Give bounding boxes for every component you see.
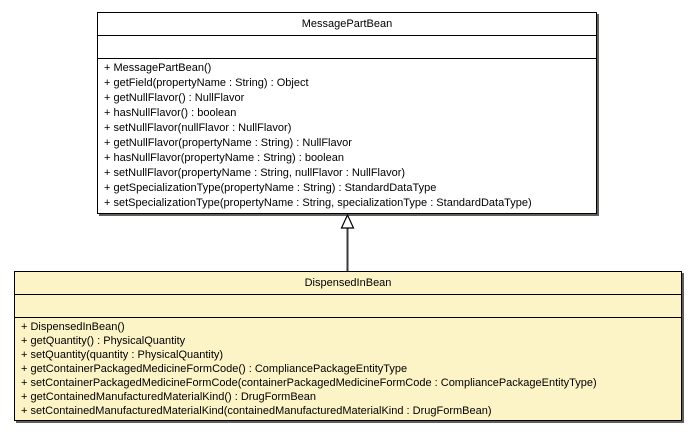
method-item: + setNullFlavor(propertyName : String, n… <box>104 167 406 179</box>
method-item: + setQuantity(quantity : PhysicalQuantit… <box>21 349 224 361</box>
method-item: + MessagePartBean() <box>104 62 212 74</box>
method-item: + DispensedInBean() <box>21 321 125 333</box>
hollow-triangle-icon <box>340 214 355 229</box>
method-item: + setSpecializationType(propertyName : S… <box>104 197 532 209</box>
methods-compartment: + DispensedInBean() + getQuantity() : Phy… <box>15 318 681 420</box>
method-item: + hasNullFlavor() : boolean <box>104 107 237 119</box>
method-item: + getContainedManufacturedMaterialKind()… <box>21 391 317 403</box>
class-title: DispensedInBean <box>15 272 681 295</box>
fields-compartment <box>15 295 681 318</box>
method-item: + getField(propertyName : String) : Obje… <box>104 77 309 89</box>
method-item: + setNullFlavor(nullFlavor : NullFlavor) <box>104 122 292 134</box>
method-item: + hasNullFlavor(propertyName : String) :… <box>104 152 344 164</box>
class-title: MessagePartBean <box>98 13 596 36</box>
method-item: + getContainerPackagedMedicineFormCode()… <box>21 363 408 375</box>
method-item: + setContainedManufacturedMaterialKind(c… <box>21 405 492 417</box>
generalization-arrow <box>340 214 355 271</box>
method-item: + getQuantity() : PhysicalQuantity <box>21 335 186 347</box>
methods-compartment: + MessagePartBean() + getField(propertyNa… <box>98 59 596 213</box>
fields-compartment <box>98 36 596 59</box>
method-item: + getSpecializationType(propertyName : S… <box>104 182 437 194</box>
method-item: + getNullFlavor() : NullFlavor <box>104 92 245 104</box>
method-item: + setContainerPackagedMedicineFormCode(c… <box>21 377 597 389</box>
method-item: + getNullFlavor(propertyName : String) :… <box>104 137 352 149</box>
class-box-dispensedinbean[interactable]: DispensedInBean + DispensedInBean() + get… <box>14 271 682 421</box>
class-box-messagepartbean[interactable]: MessagePartBean + MessagePartBean() + get… <box>97 12 597 214</box>
